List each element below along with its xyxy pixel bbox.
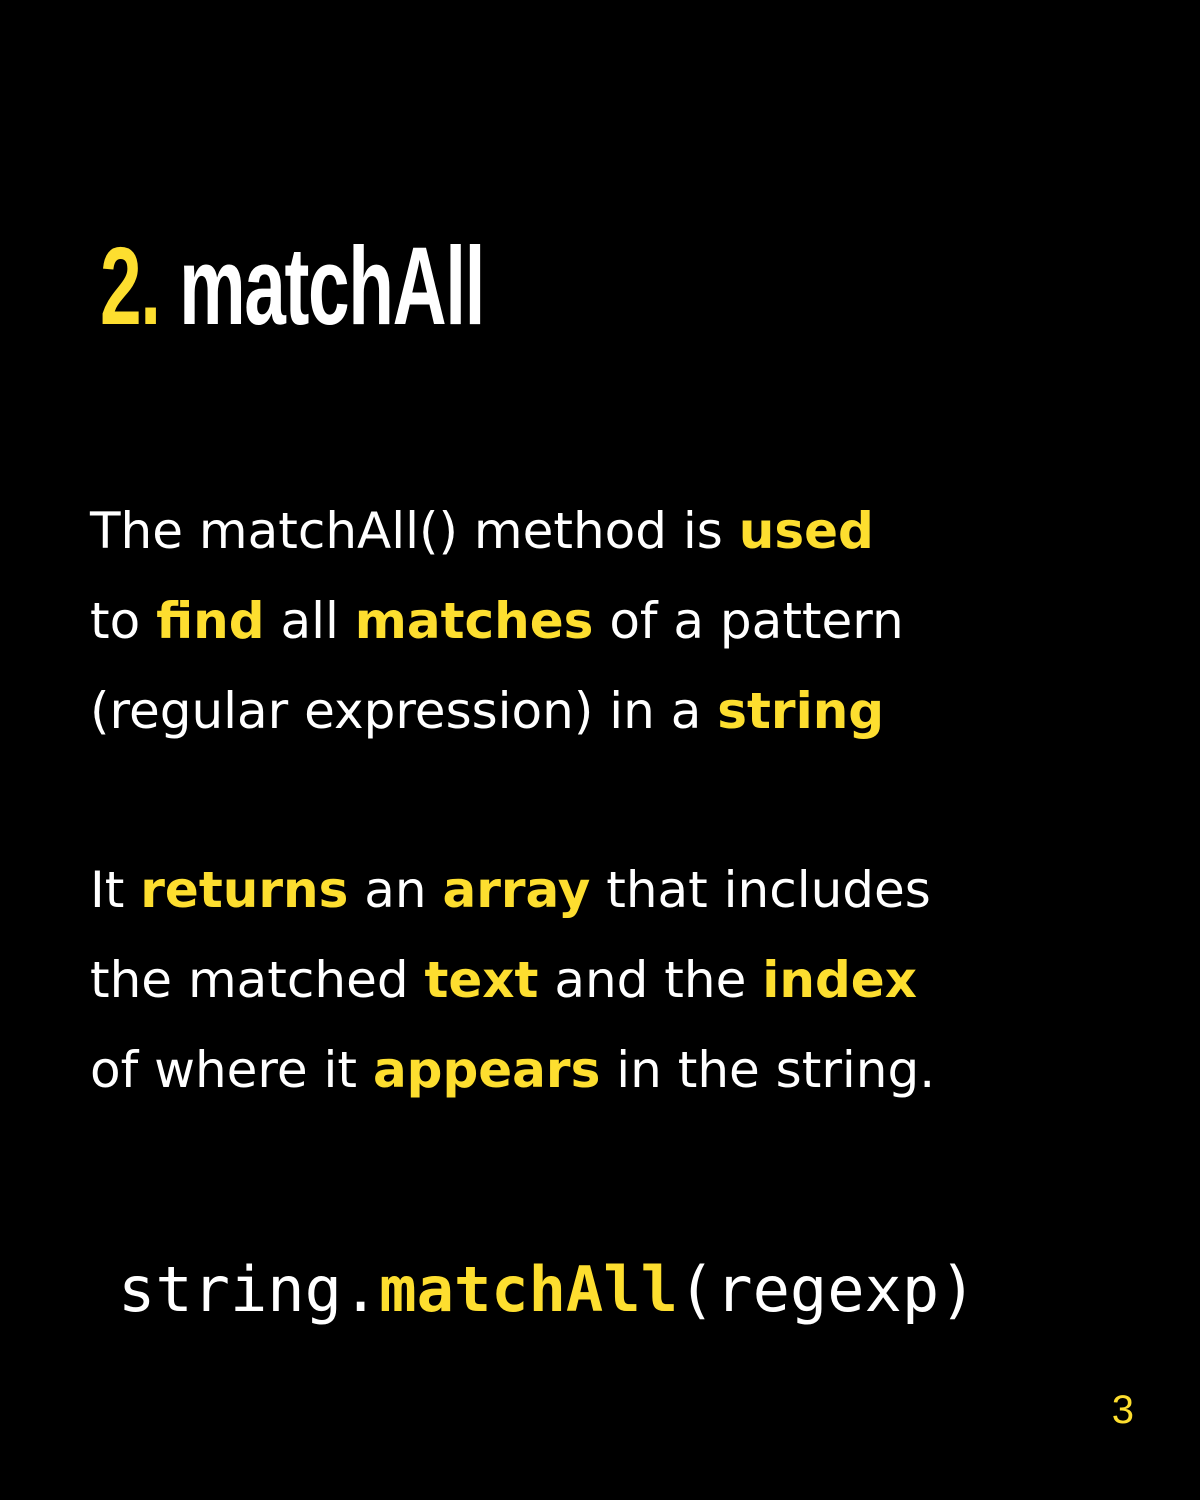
highlight-matches: matches [354,592,594,650]
text-segment: that includes [590,861,931,919]
description-paragraph: The matchAll() method is used to find al… [90,486,904,756]
highlight-find: find [156,592,265,650]
text-segment: of where it [90,1041,373,1099]
title-name: matchAll [179,225,485,348]
returns-line-2: the matched text and the index [90,935,935,1025]
highlight-index: index [762,951,917,1009]
text-segment: and the [538,951,763,1009]
description-line-2: to find all matches of a pattern [90,576,904,666]
title-number: 2. [100,225,161,348]
code-syntax: string.matchAll(regexp) [118,1250,977,1330]
text-segment: of a pattern [593,592,904,650]
highlight-appears: appears [372,1041,601,1099]
highlight-array: array [442,861,591,919]
returns-paragraph: It returns an array that includes the ma… [90,845,935,1115]
page-number: 3 [1111,1388,1134,1432]
code-method: matchAll [379,1253,678,1326]
text-segment: all [264,592,355,650]
description-line-1: The matchAll() method is used [90,486,904,576]
highlight-used: used [738,502,874,560]
returns-line-3: of where it appears in the string. [90,1025,935,1115]
text-segment: in the string. [600,1041,936,1099]
text-segment: the matched [90,951,425,1009]
page-title: 2. matchAll [100,222,485,352]
highlight-string: string [717,682,885,740]
highlight-returns: returns [140,861,349,919]
text-segment: The matchAll() method is [90,502,739,560]
text-segment: to [90,592,157,650]
text-segment: It [90,861,141,919]
text-segment: (regular expression) in a [90,682,718,740]
returns-line-1: It returns an array that includes [90,845,935,935]
description-line-3: (regular expression) in a string [90,666,904,756]
highlight-text: text [424,951,539,1009]
code-object: string. [118,1253,380,1326]
text-segment: an [348,861,443,919]
code-args: (regexp) [677,1253,977,1326]
